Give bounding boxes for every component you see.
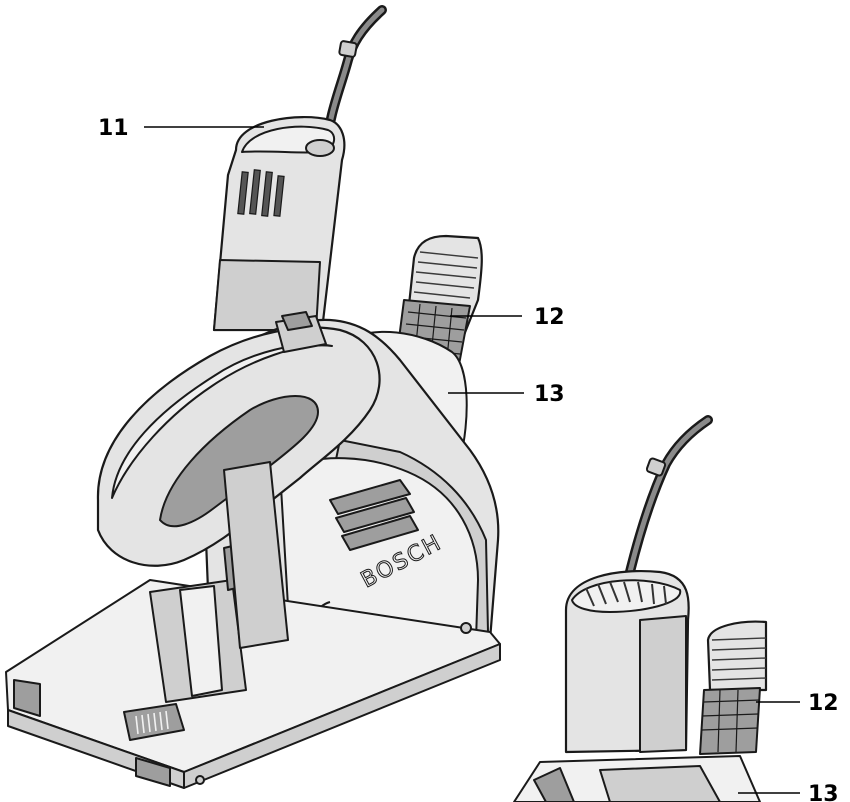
detail-motor-housing	[564, 569, 690, 754]
main-tool: BOSCH	[5, 5, 501, 789]
callout-label-11: 11	[98, 116, 129, 141]
detail-callout-label-12: 12	[808, 691, 839, 716]
callout-label-12: 12	[534, 305, 565, 330]
detail-motor-vents	[585, 581, 667, 607]
motor-housing	[212, 115, 346, 332]
depth-scale	[123, 703, 185, 741]
grip-ridges	[329, 479, 419, 551]
detail-callout-12: 12	[756, 691, 839, 716]
detail-extraction-hose	[699, 620, 768, 755]
detail-callout-label-13: 13	[808, 782, 839, 802]
motor-vents	[237, 169, 285, 217]
callout-12: 12	[450, 305, 565, 330]
detail-power-cord	[623, 415, 713, 585]
callout-13: 13	[448, 382, 565, 407]
detail-callout-13: 13	[738, 782, 839, 802]
callout-label-13: 13	[534, 382, 565, 407]
detail-view	[513, 415, 768, 802]
callout-11: 11	[98, 116, 264, 141]
handle	[96, 311, 381, 567]
detail-base	[513, 755, 761, 802]
depth-guide	[149, 461, 289, 703]
